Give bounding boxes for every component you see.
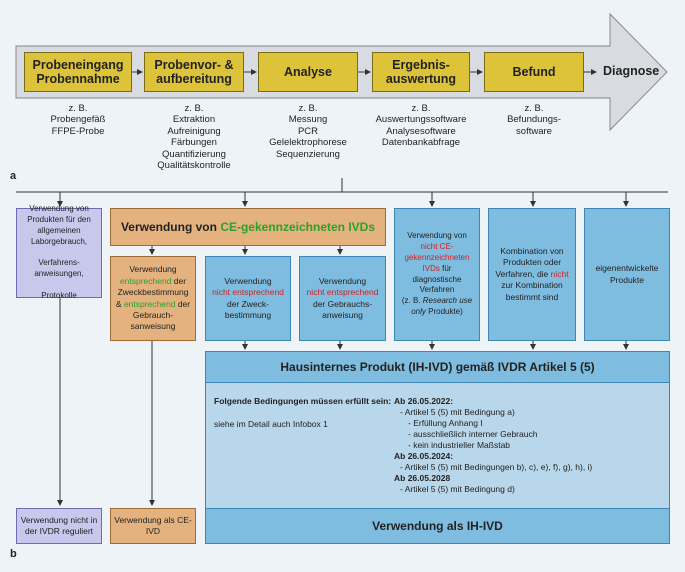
- ihivd-use-footer: Verwendung als IH-IVD: [205, 508, 670, 544]
- box-laborgebrauch: Verwendung von Produkten für den allgeme…: [16, 204, 102, 300]
- step-probenvorbereitung: Probenvor- & aufbereitung: [144, 52, 244, 92]
- list-item: - Artikel 5 (5) mit Bedingung d): [400, 484, 515, 495]
- date-2022: Ab 26.05.2022:: [394, 396, 454, 406]
- list-item: - Erfüllung Anhang I: [408, 418, 483, 429]
- box-eigenentwicklung: eigenentwickelte Produkte: [584, 208, 670, 341]
- sub-ergebnisauswertung: z. B. Auswertungssoftware Analysesoftwar…: [375, 103, 467, 149]
- list-item: - kein industrieller Maßstab: [408, 440, 511, 451]
- sub-analyse: z. B. Messung PCR Gelelektrophorese Sequ…: [269, 103, 347, 160]
- list-item: - Artikel 5 (5) mit Bedingungen b), c), …: [400, 462, 593, 473]
- step-diagnose: Diagnose: [603, 64, 660, 78]
- sub-probenvorbereitung: z. B. Extraktion Aufreinigung Färbungen …: [157, 103, 231, 171]
- box-ce-header: Verwendung von CE-gekennzeichneten IVDs: [110, 208, 386, 246]
- step-ergebnisauswertung: Ergebnis- auswertung: [372, 52, 470, 92]
- list-item: - Artikel 5 (5) mit Bedingung a): [400, 407, 515, 418]
- box-not-ivdr: Verwendung nicht in der IVDR reguliert: [16, 508, 102, 544]
- conditions-title: Folgende Bedingungen müssen erfüllt sein…: [214, 396, 392, 406]
- sub-befund: z. B. Befundungs- software: [507, 103, 561, 137]
- box-ce-ivd-use: Verwendung als CE-IVD: [110, 508, 196, 544]
- list-item: - ausschließlich interner Gebrauch: [408, 429, 538, 440]
- date-2028: Ab 26.05.2028: [394, 473, 451, 484]
- step-befund: Befund: [484, 52, 584, 92]
- panel-label-b: b: [10, 548, 17, 560]
- conditions-dates: Ab 26.05.2022: - Artikel 5 (5) mit Bedin…: [394, 396, 664, 495]
- panel-label-a: a: [10, 170, 17, 182]
- step-probeneingang: Probeneingang Probennahme: [24, 52, 132, 92]
- box-kombination: Kombination von Produkten oder Verfahren…: [488, 208, 576, 341]
- sub-probeneingang: z. B. Probengefäß FFPE-Probe: [50, 103, 106, 137]
- ihivd-header: Hausinternes Produkt (IH-IVD) gemäß IVDR…: [205, 351, 670, 383]
- conditions-infobox: siehe im Detail auch Infobox 1: [214, 419, 328, 429]
- step-analyse: Analyse: [258, 52, 358, 92]
- date-2024: Ab 26.05.2024:: [394, 451, 454, 462]
